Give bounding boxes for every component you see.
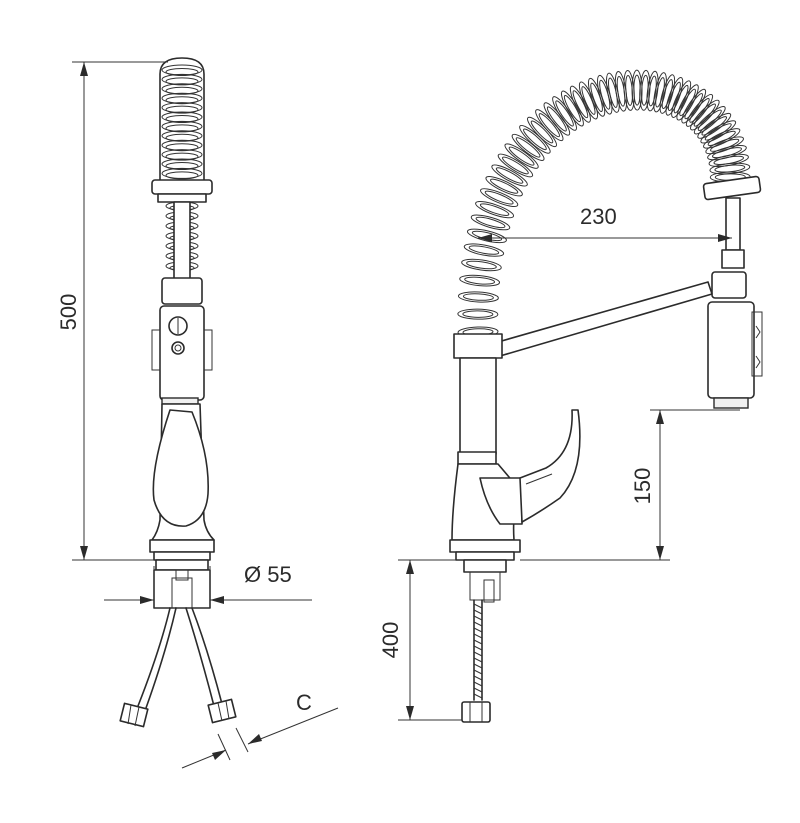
- side-support-arm: [497, 281, 713, 357]
- side-column-ring: [457, 451, 497, 465]
- dimension-spout-clearance-label: 150: [630, 468, 655, 505]
- front-connector: [161, 277, 203, 305]
- front-spray-button-bottom: [171, 341, 185, 355]
- dimension-hose-length-label: 400: [378, 622, 403, 659]
- front-base-flange: [153, 551, 211, 561]
- front-spray-head-ring: [161, 397, 199, 405]
- front-hose-left: [137, 607, 171, 707]
- side-lever: [519, 409, 581, 523]
- side-spray-head: [707, 301, 755, 399]
- side-base-nut: [463, 559, 507, 573]
- front-hose-right: [185, 607, 215, 707]
- side-base-ring: [449, 539, 521, 553]
- front-spring-collar: [151, 179, 213, 195]
- side-view: [449, 69, 763, 723]
- front-spray-head-side-left: [151, 329, 161, 371]
- dimension-spout-reach-label: 230: [580, 204, 617, 229]
- side-spray-nozzle: [713, 397, 749, 409]
- dimension-hose-connection: C: [181, 690, 339, 769]
- front-view: [119, 57, 237, 728]
- side-hose-nut: [461, 701, 491, 723]
- front-lever: [152, 409, 209, 527]
- side-base-flange: [455, 551, 515, 561]
- dimension-spout-reach: 230: [478, 204, 732, 242]
- side-spring-collar: [702, 175, 762, 201]
- dimension-spout-clearance: 150: [520, 409, 740, 561]
- dimension-height-total: 500: [56, 61, 168, 561]
- dimension-hose-connection-label: C: [296, 690, 312, 715]
- side-rod-connector: [721, 249, 745, 269]
- side-column: [459, 357, 497, 455]
- dimension-height-total-label: 500: [56, 294, 81, 331]
- side-column-collar: [453, 333, 503, 359]
- dimension-hose-length: 400: [378, 559, 462, 721]
- dimension-base-diameter-label: Ø 55: [244, 562, 292, 587]
- front-mounting-block: [153, 569, 211, 609]
- front-spray-head-side-right: [203, 329, 213, 371]
- front-base-nut: [155, 559, 209, 571]
- front-spring-collar-lower: [157, 193, 207, 203]
- front-hose-nut-left: [119, 702, 149, 728]
- side-valve-cartridge: [479, 477, 523, 525]
- front-base-ring: [149, 539, 215, 553]
- side-spray-head-top: [711, 271, 747, 299]
- dimension-base-diameter: Ø 55: [104, 562, 312, 608]
- side-rod: [725, 197, 741, 251]
